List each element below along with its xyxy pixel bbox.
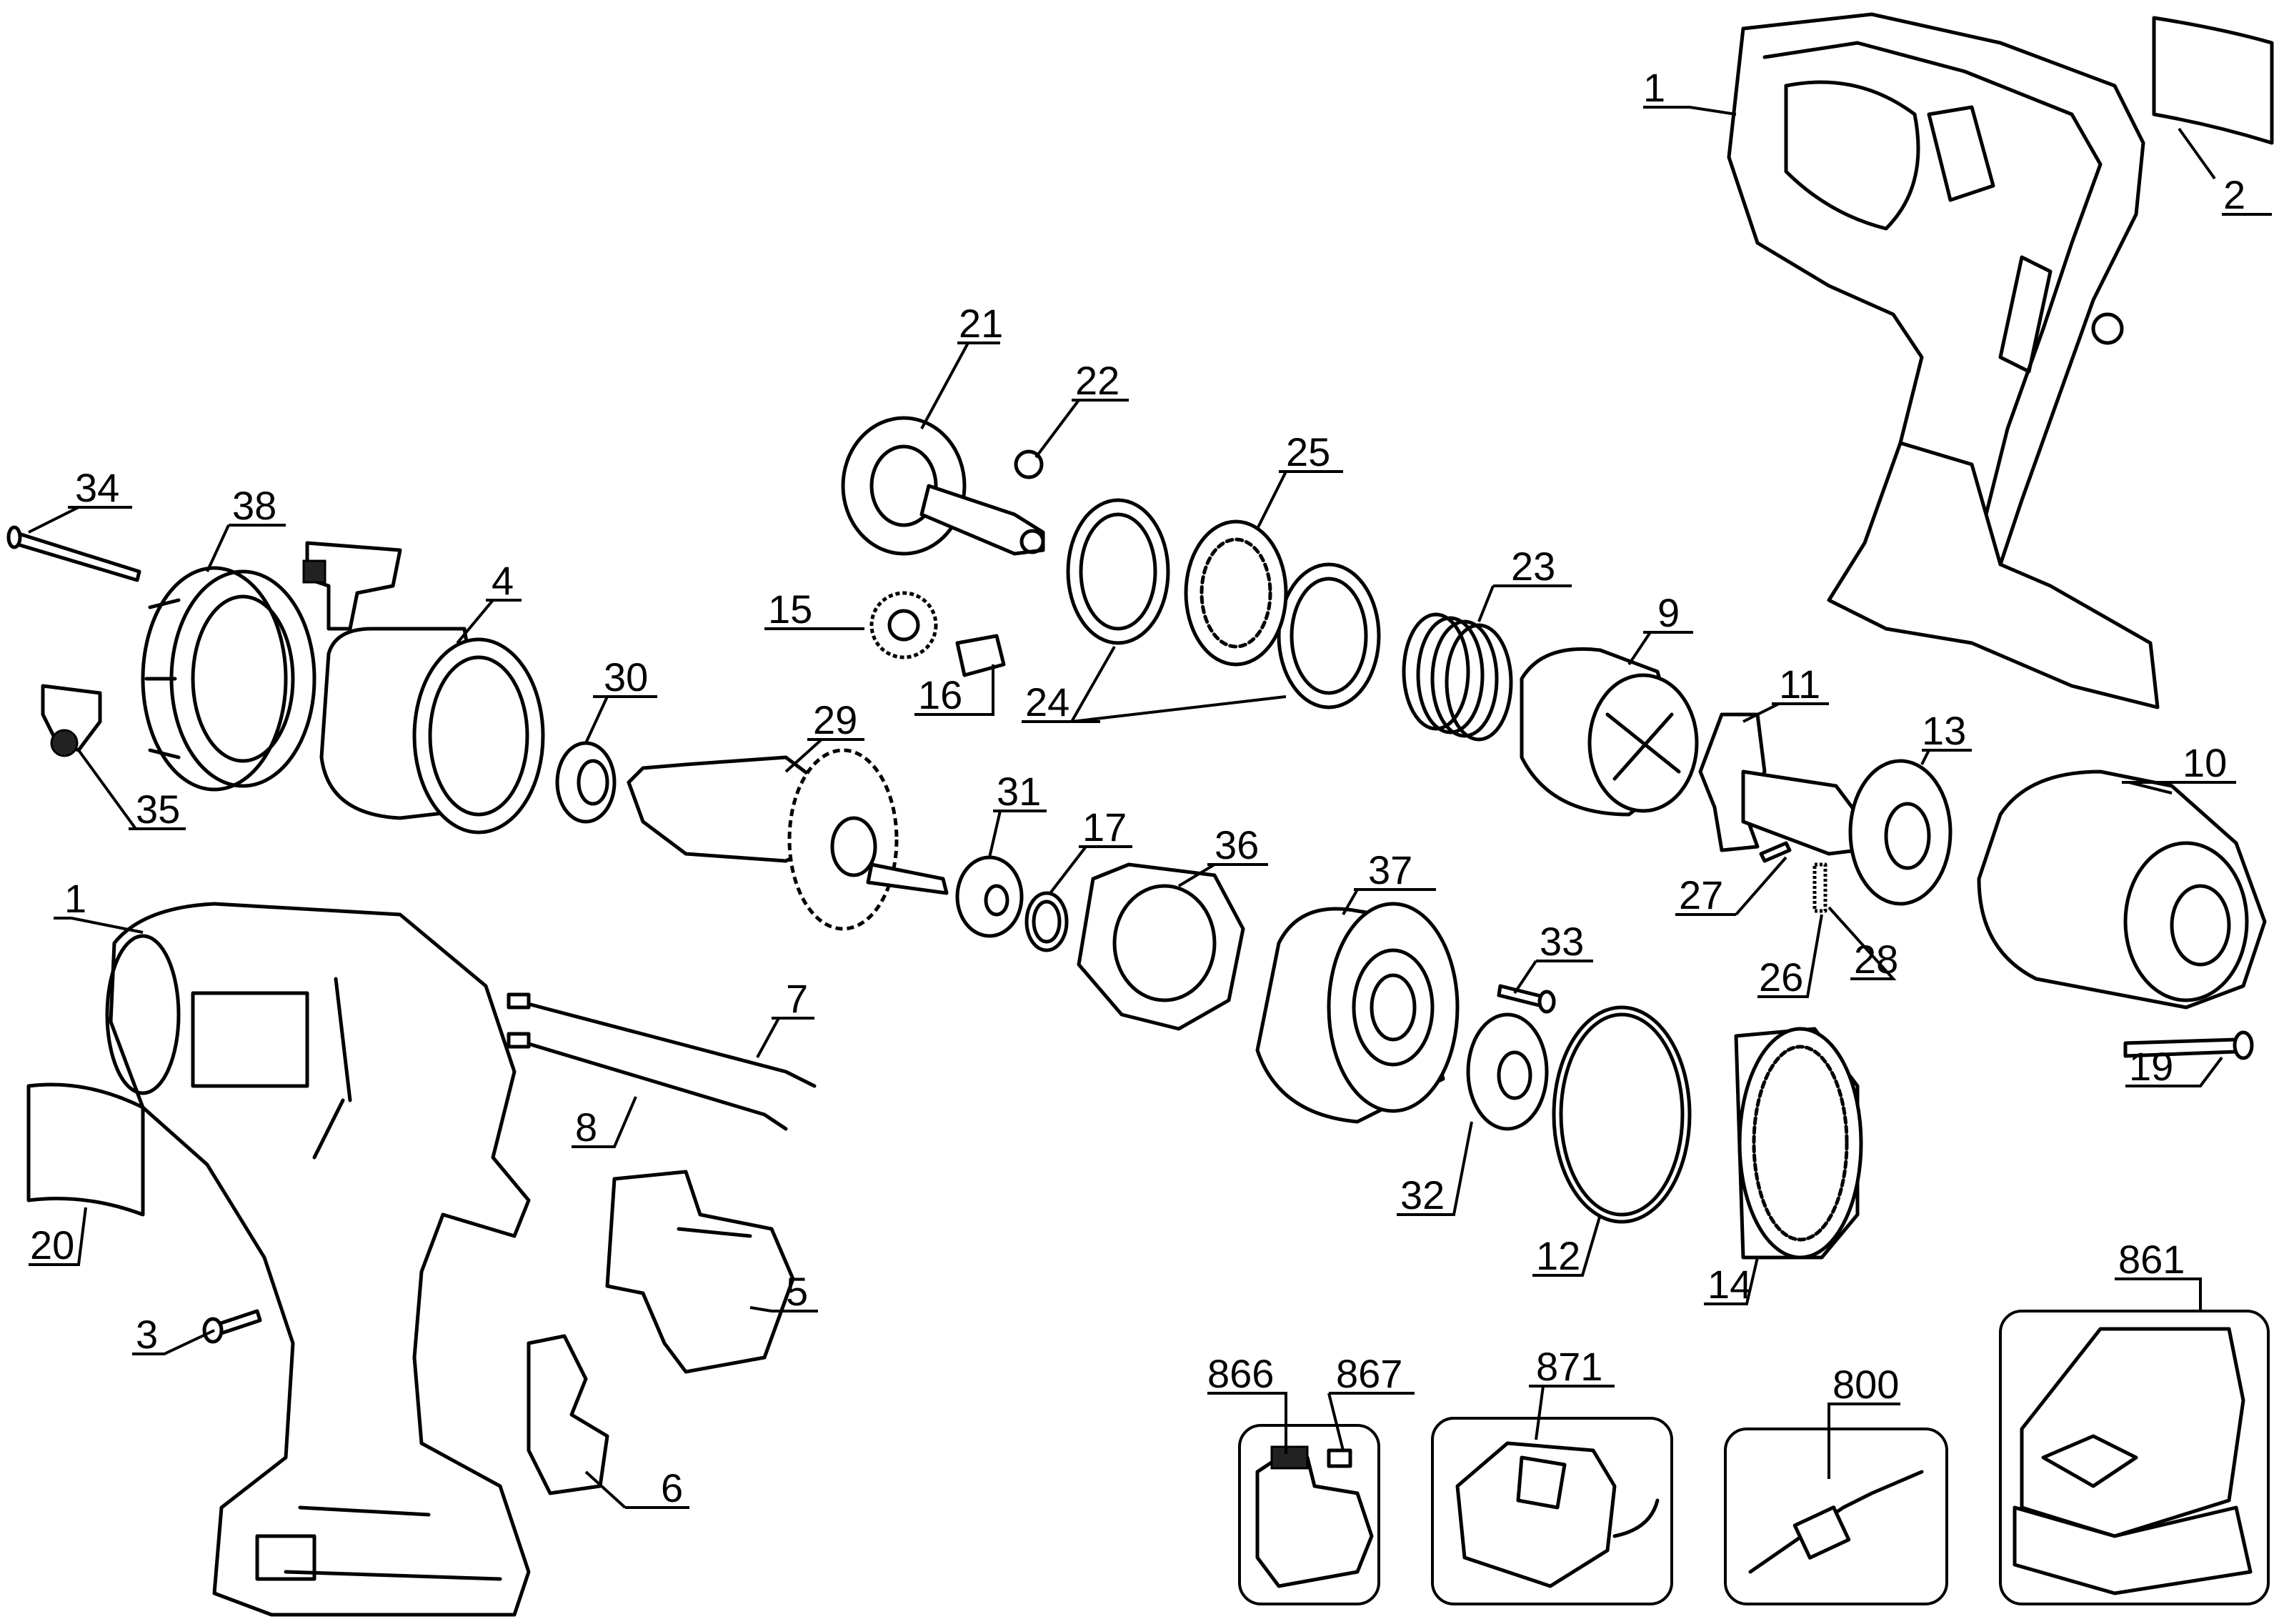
callout-38: 38 xyxy=(232,483,276,528)
callout-800: 800 xyxy=(1832,1362,1899,1407)
label-sheet-bottom xyxy=(26,1082,145,1217)
callout-28: 28 xyxy=(1854,937,1898,982)
callout-32: 32 xyxy=(1400,1172,1445,1217)
callout-25: 25 xyxy=(1286,429,1330,474)
callout-15: 15 xyxy=(768,587,812,632)
callout-30: 30 xyxy=(604,654,648,699)
callout-21: 21 xyxy=(959,301,1003,346)
spacer-washers xyxy=(955,855,1069,952)
long-screw xyxy=(6,525,141,582)
brush-holders xyxy=(41,541,402,757)
callout-27: 27 xyxy=(1679,872,1723,917)
hammer xyxy=(1520,647,1699,817)
callout-34: 34 xyxy=(75,465,119,510)
thrust-washers xyxy=(1066,498,1381,709)
battery-box xyxy=(1238,1424,1380,1605)
callout-35: 35 xyxy=(136,787,180,832)
gear-pin xyxy=(955,634,1006,677)
carrying-case-box xyxy=(1999,1310,2270,1605)
label-sheet-top xyxy=(2152,16,2274,145)
callout-22: 22 xyxy=(1075,358,1119,403)
callout-1-bottom: 1 xyxy=(64,876,86,921)
anvil xyxy=(1698,712,1860,856)
leader-lines xyxy=(28,106,2272,1509)
detent-pin-spring xyxy=(1812,862,1827,913)
callout-871: 871 xyxy=(1536,1344,1602,1389)
callout-7: 7 xyxy=(786,976,808,1021)
nose-screw xyxy=(2123,1030,2254,1060)
callout-16: 16 xyxy=(918,672,962,717)
callout-12: 12 xyxy=(1536,1233,1580,1278)
callout-11: 11 xyxy=(1779,662,1820,707)
callout-31: 31 xyxy=(997,769,1041,814)
callout-26: 26 xyxy=(1759,955,1803,1000)
motor-can xyxy=(319,627,545,835)
accessory-tool-box xyxy=(1724,1428,1948,1605)
callout-14: 14 xyxy=(1707,1262,1752,1307)
callout-6: 6 xyxy=(661,1465,683,1510)
callout-36: 36 xyxy=(1215,822,1259,867)
brush-holder-ring xyxy=(141,566,316,792)
callout-13: 13 xyxy=(1922,708,1966,753)
housing-half-left xyxy=(105,902,531,1617)
callout-33: 33 xyxy=(1540,919,1584,964)
nose-housing xyxy=(1977,769,2267,1010)
retaining-pin xyxy=(1759,841,1792,863)
callout-4: 4 xyxy=(492,558,514,603)
callout-17: 17 xyxy=(1082,804,1127,850)
trigger-switch xyxy=(605,1170,795,1374)
callout-861: 861 xyxy=(2118,1237,2185,1282)
callout-5: 5 xyxy=(786,1269,808,1314)
charger-box xyxy=(1431,1417,1673,1605)
callout-37: 37 xyxy=(1368,847,1412,892)
callout-20: 20 xyxy=(30,1222,74,1267)
callout-866: 866 xyxy=(1207,1351,1274,1396)
ring-gear xyxy=(1734,1027,1863,1260)
callout-labels: 1 2 21 22 25 34 38 4 15 16 24 23 9 30 29… xyxy=(30,65,2245,1510)
motor-leads xyxy=(507,992,817,1131)
switch-module xyxy=(527,1334,609,1495)
callout-10: 10 xyxy=(2183,740,2227,785)
callout-3: 3 xyxy=(136,1312,158,1357)
callout-1-top: 1 xyxy=(1643,65,1665,110)
callout-2: 2 xyxy=(2223,172,2245,217)
o-ring xyxy=(1552,1005,1692,1224)
cam-assembly xyxy=(841,416,1045,556)
small-screw xyxy=(1497,984,1556,1014)
hammer-spring xyxy=(1402,612,1513,742)
steel-ball xyxy=(1014,449,1044,479)
callout-23: 23 xyxy=(1511,544,1555,589)
front-washer xyxy=(1848,759,1953,906)
callout-29: 29 xyxy=(813,697,857,742)
motor-bearing xyxy=(555,741,617,824)
gear-plate xyxy=(1077,862,1245,1031)
front-bearing xyxy=(1466,1012,1549,1131)
callout-9: 9 xyxy=(1657,590,1680,635)
planetary-gear xyxy=(869,591,938,659)
needle-bearing xyxy=(1184,519,1288,667)
armature xyxy=(627,748,949,931)
callout-24: 24 xyxy=(1025,679,1069,724)
gear-case xyxy=(1255,902,1460,1124)
callout-867: 867 xyxy=(1336,1351,1402,1396)
housing-screw xyxy=(202,1309,262,1344)
callout-19: 19 xyxy=(2129,1044,2173,1089)
housing-half-right xyxy=(1727,12,2160,709)
callout-8: 8 xyxy=(575,1105,597,1150)
